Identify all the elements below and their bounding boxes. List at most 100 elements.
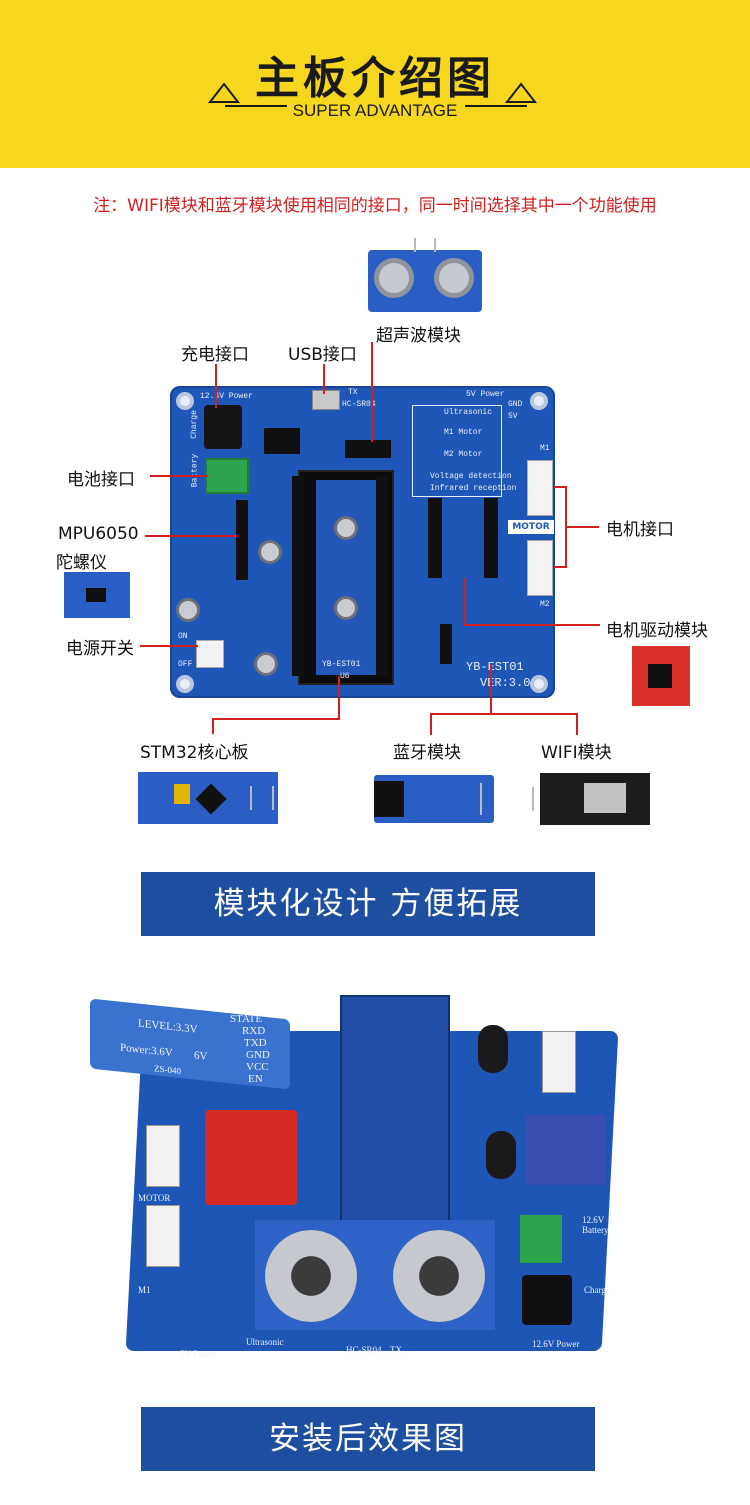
- board-text-battery: Battery: [190, 453, 200, 488]
- bt-power-text: Power:3.6V: [120, 1041, 173, 1060]
- silk-box: [412, 405, 502, 497]
- board-text-name: YB-EST01: [466, 660, 524, 674]
- photo-vcc: VCC: [246, 1061, 269, 1073]
- stm32-core-socket: [298, 470, 394, 685]
- triangle-left-icon: [208, 82, 240, 103]
- page-title: 主板介绍图: [255, 53, 495, 104]
- leader-charge: [215, 364, 217, 408]
- motor-driver-image: [632, 646, 690, 706]
- leader-driver-v: [464, 578, 466, 626]
- board-text-on: ON: [178, 632, 188, 641]
- board-text-voltage: Voltage detection: [430, 472, 512, 481]
- leader-ultrasonic: [371, 342, 373, 442]
- stm32-core-board: [316, 480, 376, 675]
- board-text-u6: U6: [340, 672, 350, 681]
- mount-hole: [530, 675, 548, 693]
- label-mpu-line2: 陀螺仪: [56, 553, 107, 573]
- bluetooth-module-image: [374, 775, 494, 823]
- assembled-connector: [146, 1205, 180, 1267]
- assembled-connector: [146, 1125, 180, 1187]
- label-ultrasonic: 超声波模块: [376, 326, 461, 346]
- photo-rxd: RXD: [242, 1025, 266, 1037]
- assembled-eye-right: [393, 1230, 485, 1322]
- assembled-photo: LEVEL:3.3V Power:3.6V 6V ZS-040 STATE RX…: [90, 985, 619, 1370]
- label-motor-driver: 电机驱动模块: [606, 621, 708, 641]
- assembled-ultrasonic: [255, 1220, 495, 1330]
- photo-charge: Charge: [584, 1285, 610, 1295]
- assembled-capacitor: [478, 1025, 508, 1073]
- mpu-chip: [86, 588, 106, 602]
- photo-state: STATE: [230, 1013, 263, 1025]
- board-text-ultrasonic: Ultrasonic: [444, 408, 493, 417]
- assembled-core: [340, 995, 450, 1235]
- leader-stm32-v: [338, 676, 340, 720]
- leader-driver-h: [464, 624, 600, 626]
- label-bluetooth: 蓝牙模块: [393, 743, 461, 763]
- wifi-pins: [532, 787, 546, 811]
- board-text-m1: M1: [540, 444, 550, 453]
- motor-connector-m2: [527, 540, 553, 596]
- note-text: 注：WIFI模块和蓝牙模块使用相同的接口，同一时间选择其中一个功能使用: [93, 196, 657, 216]
- battery-terminal: [205, 458, 249, 494]
- board-text-off: OFF: [178, 660, 193, 669]
- mount-hole: [176, 675, 194, 693]
- header-banner: 主板介绍图 SUPER ADVANTAGE: [0, 0, 750, 168]
- label-wifi: WIFI模块: [541, 743, 612, 763]
- stm32-board-image: [138, 772, 278, 824]
- driver-header-right: [484, 498, 498, 578]
- board-text-m2-motor: M2 Motor: [444, 450, 483, 459]
- mount-hole: [176, 392, 194, 410]
- photo-battery: 12.6V Battery: [582, 1215, 609, 1235]
- board-text-tx: TX: [348, 388, 358, 397]
- assembled-switch: [542, 1031, 576, 1093]
- photo-5v-power: 5V Power: [180, 1349, 217, 1359]
- photo-ultrasonic: Ultrasonic: [246, 1337, 284, 1347]
- motor-connector-m1: [527, 460, 553, 516]
- dc-jack: [204, 405, 242, 449]
- bt-6v-text: 6V: [194, 1049, 208, 1063]
- stm32-pins: [250, 786, 274, 810]
- triangle-right-icon: [505, 82, 537, 103]
- capacitor: [258, 540, 282, 564]
- ic-chip: [264, 428, 300, 454]
- leader-motor-2: [554, 566, 566, 568]
- board-text-5v: 5V Power: [466, 390, 505, 399]
- photo-gnd: GND: [246, 1049, 270, 1061]
- capacitor: [176, 598, 200, 622]
- mount-hole: [530, 392, 548, 410]
- photo-txd: TXD: [244, 1037, 267, 1049]
- capacitor: [254, 652, 278, 676]
- leader-battery: [150, 475, 208, 477]
- assembled-eye-left: [265, 1230, 357, 1322]
- leader-wifi-drop: [576, 713, 578, 735]
- usb-connector: [312, 390, 340, 410]
- wifi-chip: [584, 783, 626, 813]
- leader-bt-wifi-h: [430, 713, 578, 715]
- page-subtitle: SUPER ADVANTAGE: [292, 101, 458, 120]
- leader-motor-1: [554, 486, 566, 488]
- photo-tx: TX: [390, 1345, 402, 1355]
- photo-hc: HC-SR04: [346, 1345, 382, 1355]
- label-motor-port: 电机接口: [606, 520, 674, 540]
- driver-header-left: [428, 498, 442, 578]
- photo-en: EN: [248, 1073, 263, 1085]
- photo-motor: MOTOR: [138, 1193, 171, 1203]
- leader-switch: [140, 645, 198, 647]
- core-header-right: [376, 476, 388, 676]
- label-battery-port: 电池接口: [67, 470, 135, 490]
- banner-assembled: 安装后效果图: [141, 1407, 595, 1471]
- driver-chip: [648, 664, 672, 688]
- assembled-driver: [205, 1110, 297, 1205]
- bt-wifi-header: [440, 624, 452, 664]
- board-text-core-name: YB-EST01: [322, 660, 361, 669]
- wifi-module-image: [532, 773, 650, 825]
- bt-zs-text: ZS-040: [154, 1063, 181, 1077]
- photo-m1: M1: [138, 1285, 151, 1295]
- label-usb-port: USB接口: [288, 345, 357, 365]
- sensor-eye-left: [374, 258, 414, 298]
- label-power-switch: 电源开关: [66, 639, 134, 659]
- sensor-eye-right: [434, 258, 474, 298]
- leader-usb: [323, 364, 325, 394]
- banner-modular: 模块化设计 方便拓展: [141, 872, 595, 936]
- board-text-hc-sr04: HC-SR04: [342, 400, 376, 409]
